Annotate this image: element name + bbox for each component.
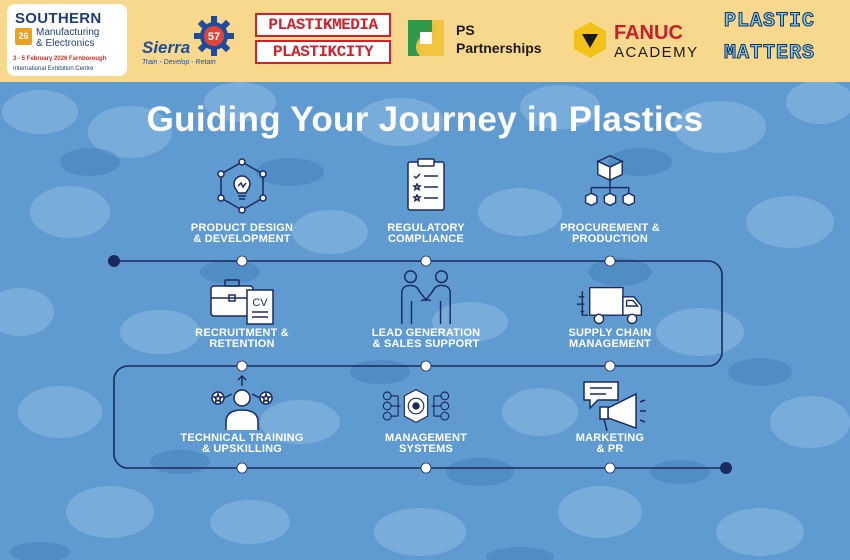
ps-partnerships-mark-icon — [408, 20, 444, 56]
step-label-line-1: RECRUITMENT & — [195, 327, 289, 339]
academy-text: ACADEMY — [614, 44, 699, 61]
fanuc-text: FANUC — [614, 22, 683, 44]
southern-manufacturing-logo[interactable]: SOUTHERN 26 Manufacturing & Electronics … — [7, 4, 127, 76]
person-stars-icon — [211, 374, 273, 430]
sierra-number: 57 — [208, 31, 220, 43]
step-label-line-2: PRODUCTION — [572, 233, 648, 245]
step-node — [236, 462, 248, 474]
matters-text: MATTERS — [723, 42, 816, 66]
gear-icon: 57 — [194, 16, 234, 56]
path-end-marker — [720, 462, 732, 474]
step-node — [604, 255, 616, 267]
step-label-line-1: REGULATORY — [387, 222, 465, 234]
step-label-line-2: MANAGEMENT — [568, 338, 652, 350]
step-product-design-label: PRODUCT DESIGN & DEVELOPMENT — [147, 223, 337, 245]
step-node — [420, 360, 432, 372]
step-marketing-pr-label: MARKETING & PR — [515, 433, 705, 455]
delivery-truck-icon — [576, 286, 643, 325]
step-lead-generation-label: LEAD GENERATION & SALES SUPPORT — [331, 328, 521, 350]
plastic-matters-logo[interactable]: PLASTIC MATTERS — [722, 8, 844, 74]
svg-text:CV: CV — [252, 297, 268, 309]
path-start-marker — [108, 255, 120, 267]
step-label-line-1: PRODUCT DESIGN — [190, 222, 294, 234]
step-label-line-1: SUPPLY CHAIN — [568, 327, 652, 339]
step-label-line-1: TECHNICAL TRAINING — [180, 432, 304, 444]
step-recruitment-retention-label: RECRUITMENT & RETENTION — [147, 328, 337, 350]
page-title: Guiding Your Journey in Plastics — [146, 100, 704, 139]
southern-title: SOUTHERN — [15, 10, 102, 27]
step-management-systems-label: MANAGEMENT SYSTEMS — [331, 433, 521, 455]
southern-line-2: & Electronics — [36, 38, 95, 49]
step-label-line-2: & DEVELOPMENT — [193, 233, 291, 245]
gear-system-icon — [382, 389, 450, 423]
sierra-name: Sierra — [142, 38, 191, 57]
step-regulatory-compliance-label: REGULATORY COMPLIANCE — [331, 223, 521, 245]
partner-logos-header: SOUTHERN 26 Manufacturing & Electronics … — [0, 0, 850, 82]
box-network-icon — [584, 154, 636, 207]
southern-venue: International Exhibition Centre — [13, 66, 94, 72]
step-node — [604, 360, 616, 372]
southern-dates: 3 - 5 February 2026 Farnborough — [13, 56, 107, 62]
step-label-line-1: MARKETING — [575, 432, 645, 444]
plastic-text: PLASTIC — [723, 10, 816, 34]
step-label-line-1: LEAD GENERATION — [371, 327, 481, 339]
briefcase-cv-icon: CV — [210, 279, 274, 325]
southern-year-badge: 26 — [15, 28, 32, 45]
sierra57-logo[interactable]: 57 Sierra Train - Develop - Retain — [140, 14, 238, 72]
partnerships-text: Partnerships — [456, 40, 542, 56]
clipboard-checklist-icon — [407, 158, 445, 211]
handshake-icon — [401, 270, 451, 325]
step-node — [420, 462, 432, 474]
step-label-line-2: & PR — [596, 443, 624, 455]
fanuc-mark-icon — [574, 22, 606, 58]
lightbulb-network-icon — [217, 158, 267, 214]
step-node — [604, 462, 616, 474]
step-label-line-2: COMPLIANCE — [388, 233, 464, 245]
step-label-line-2: & UPSKILLING — [201, 443, 282, 455]
step-label-line-1: PROCUREMENT & — [560, 222, 660, 234]
step-node — [420, 255, 432, 267]
ps-text: PS — [456, 22, 475, 38]
step-label-line-2: SYSTEMS — [399, 443, 453, 455]
step-label-line-1: MANAGEMENT — [384, 432, 468, 444]
step-technical-training-label: TECHNICAL TRAINING & UPSKILLING — [147, 433, 337, 455]
step-supply-chain-label: SUPPLY CHAIN MANAGEMENT — [515, 328, 705, 350]
southern-line-1: Manufacturing — [36, 27, 100, 38]
plastikmedia-logo[interactable]: PLASTIKMEDIA PLASTIKCITY — [255, 13, 391, 64]
step-procurement-production-label: PROCUREMENT & PRODUCTION — [515, 223, 705, 245]
sierra-tagline: Train - Develop - Retain — [142, 59, 216, 66]
step-label-line-2: RETENTION — [209, 338, 275, 350]
ps-partnerships-logo[interactable]: PS Partnerships — [404, 16, 564, 62]
plastikmedia-text: PLASTIKMEDIA — [255, 13, 391, 37]
step-node — [236, 360, 248, 372]
megaphone-icon — [583, 381, 646, 432]
step-label-line-2: & SALES SUPPORT — [372, 338, 480, 350]
plastikcity-text: PLASTIKCITY — [255, 40, 391, 64]
step-node — [236, 255, 248, 267]
fanuc-academy-logo[interactable]: FANUC ACADEMY — [572, 18, 712, 64]
